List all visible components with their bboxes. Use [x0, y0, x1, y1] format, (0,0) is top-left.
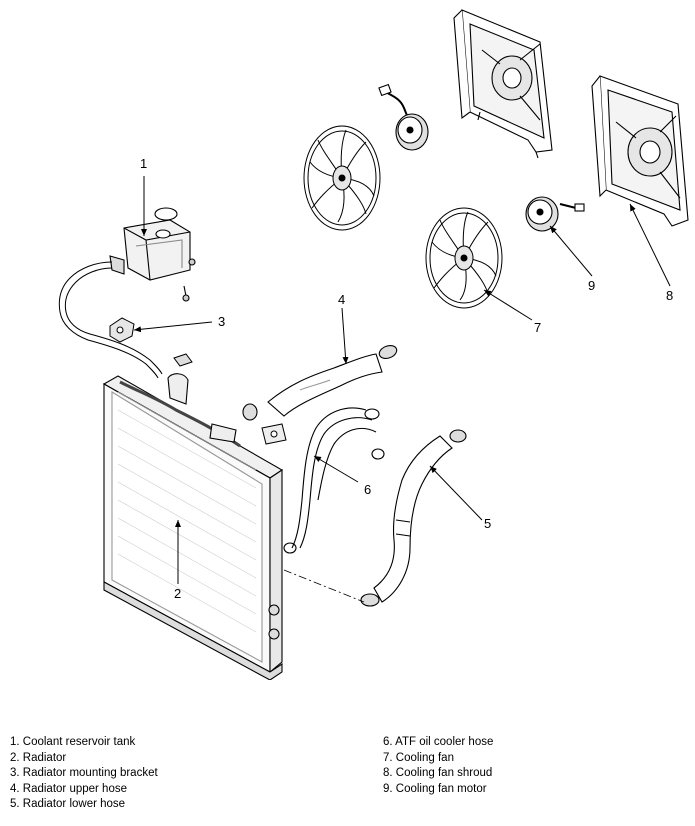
- callout-4: 4: [338, 292, 345, 307]
- cooling-fan-lower: [425, 207, 503, 309]
- legend-item: 1. Coolant reservoir tank: [10, 736, 136, 748]
- legend-item: 5. Radiator lower hose: [10, 798, 126, 810]
- radiator-mounting-bracket: [109, 317, 135, 343]
- callout-3: 3: [218, 314, 225, 329]
- callout-2: 2: [174, 586, 181, 601]
- legend-item: 9. Cooling fan motor: [383, 782, 487, 795]
- radiator-lower-hose: [360, 429, 467, 607]
- assembly-centerline: [283, 569, 365, 603]
- cooling-fan-upper: [303, 125, 381, 231]
- callout-1: 1: [140, 156, 147, 171]
- legend-item: 7. Cooling fan: [383, 751, 454, 764]
- legend-item: 3. Radiator mounting bracket: [10, 767, 158, 779]
- legend-item: 6. ATF oil cooler hose: [383, 736, 494, 748]
- parts-legend-left: 1. Coolant reservoir tank 2. Radiator 3.…: [10, 735, 158, 813]
- radiator-upper-hose: [242, 345, 398, 421]
- fan-motor-upper: [378, 83, 429, 151]
- overflow-hose: [58, 261, 163, 379]
- legend-item: 4. Radiator upper hose: [10, 782, 127, 795]
- radiator: [102, 373, 284, 680]
- fan-motor-lower: [525, 196, 585, 232]
- callout-7: 7: [534, 320, 541, 335]
- callout-8: 8: [666, 288, 673, 303]
- callout-6: 6: [364, 482, 371, 497]
- radiator-cap: [173, 353, 193, 367]
- fan-shroud-rear: [453, 9, 553, 159]
- exploded-parts-diagram: 1 2 3 4 5 6 7 8 9: [58, 9, 689, 680]
- atf-oil-cooler-hose: [283, 407, 385, 554]
- legend-item: 8. Cooling fan shroud: [383, 767, 493, 779]
- parts-legend-right: 6. ATF oil cooler hose 7. Cooling fan 8.…: [383, 735, 493, 797]
- callout-5: 5: [484, 516, 491, 531]
- hose-bracket: [261, 423, 287, 445]
- leader-lines: [133, 176, 671, 584]
- coolant-reservoir-tank: [109, 207, 196, 302]
- legend-item: 2. Radiator: [10, 751, 67, 764]
- callout-9: 9: [588, 278, 595, 293]
- fan-shroud-front: [591, 75, 689, 227]
